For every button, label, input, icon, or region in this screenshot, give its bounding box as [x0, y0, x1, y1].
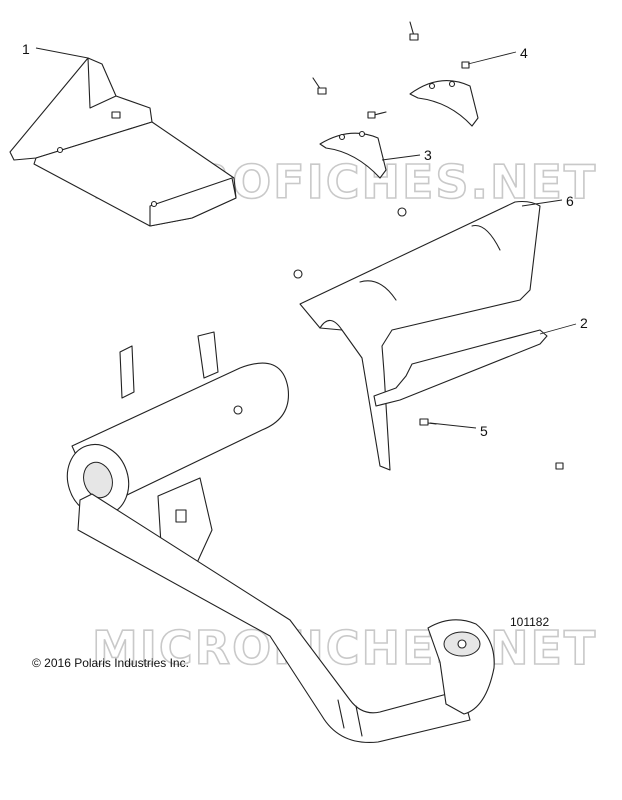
- bolt-left: [312, 77, 327, 95]
- leader-3: [381, 154, 421, 161]
- callout-2: 2: [580, 315, 588, 331]
- leader-5: [429, 422, 477, 429]
- exhaust-pipe: [77, 493, 495, 744]
- part-1-heat-deflector: [9, 57, 237, 227]
- part-6-heat-shield: [299, 200, 541, 471]
- bolt-top-1: [409, 21, 419, 41]
- nut-1: [397, 207, 407, 217]
- part-4-heat-shield-cap: [409, 61, 479, 127]
- copyright-notice: © 2016 Polaris Industries Inc.: [32, 656, 189, 670]
- callout-5: 5: [480, 423, 488, 439]
- callout-6: 6: [566, 193, 574, 209]
- part-5-bolt: [419, 418, 437, 426]
- part-3-heat-shield-cap: [319, 130, 387, 179]
- nut-2: [293, 269, 303, 279]
- leader-4: [467, 51, 517, 65]
- leader-2: [539, 323, 577, 335]
- muffler: [66, 331, 290, 579]
- callout-4: 4: [520, 45, 528, 61]
- diagram-part-number: 101182: [510, 615, 550, 629]
- leader-1: [35, 47, 89, 59]
- part-2-bracket: [373, 329, 564, 470]
- callout-3: 3: [424, 147, 432, 163]
- leader-6: [521, 199, 563, 207]
- watermark-bottom: MICROFICHES.NET: [92, 621, 597, 675]
- callout-1: 1: [22, 41, 30, 57]
- bolt-mid: [367, 111, 387, 119]
